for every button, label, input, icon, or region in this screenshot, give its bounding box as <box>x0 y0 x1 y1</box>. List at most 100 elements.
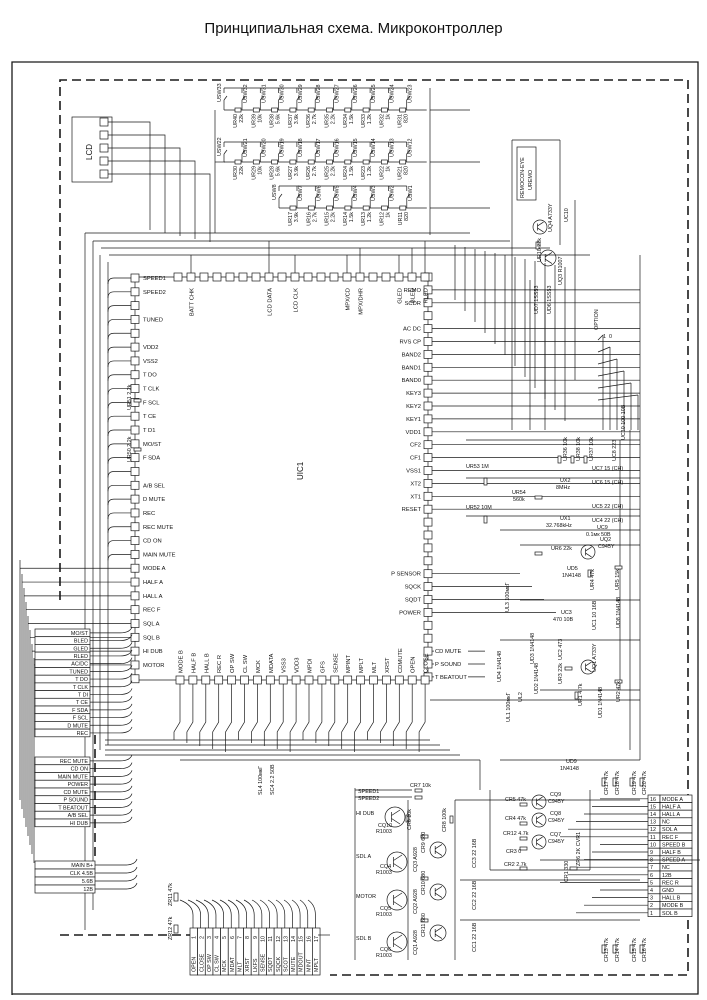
component-label-cq6a: CQ6 <box>380 947 391 953</box>
switch-label: USW26 <box>353 84 359 103</box>
resistor-symbol <box>326 107 333 113</box>
component-label-cr16: CR16 47k <box>642 938 648 962</box>
resistor-symbol <box>519 802 528 807</box>
component-label-cr9: CR9 680 <box>421 832 427 853</box>
resistor-ref: UR15 <box>325 212 331 226</box>
ic-left-pin <box>130 273 140 283</box>
connector-label: MODE A <box>662 797 683 803</box>
component-label-uc10a: UC10 <box>564 208 570 222</box>
wire <box>223 149 228 155</box>
connector-label: HALL A <box>662 812 680 818</box>
lcd-box <box>71 116 113 183</box>
resistor-symbol <box>252 107 260 113</box>
wire <box>435 886 443 892</box>
wire <box>241 149 246 155</box>
frames <box>11 61 699 995</box>
connector-pin-number: 10 <box>650 842 656 848</box>
wire <box>107 291 131 298</box>
component-label-cr20: CR20 47k <box>642 771 648 795</box>
ic-bottom-pin <box>265 675 275 685</box>
component-label-ul2: UL2 <box>518 692 524 702</box>
wire <box>90 762 133 769</box>
switch-label: USW22 <box>217 137 223 156</box>
remocon-eye-box <box>516 146 537 201</box>
pin-label: BLED <box>411 288 417 303</box>
pin-label: MOTOR <box>143 663 164 669</box>
wire <box>393 854 403 861</box>
wire <box>108 160 196 239</box>
component-label-zr12: ZR12 47k <box>168 916 174 940</box>
resistor-value: 1.5k <box>349 166 355 176</box>
pin-label: REC R <box>217 655 223 673</box>
wire <box>90 793 133 800</box>
wire <box>289 684 297 752</box>
switch-label: USW17 <box>316 138 322 157</box>
component-label-cr1: CR1 330 <box>564 861 570 882</box>
wire <box>251 684 258 743</box>
resistor-symbol <box>399 205 407 211</box>
connector-label: SQCK <box>276 956 282 972</box>
connector-pin-number: 14 <box>291 936 297 942</box>
connector-label: CD ON <box>71 767 88 773</box>
component-label-ud6: UD6 1SS53 <box>547 286 553 314</box>
wire <box>251 899 263 928</box>
component-label-cr8: CR8 100k <box>442 808 448 832</box>
connector-label: P SOUND <box>64 798 89 804</box>
wire <box>203 899 217 928</box>
wire <box>354 684 361 752</box>
switch-label: USW7 <box>298 185 304 201</box>
wire <box>260 149 264 155</box>
connector-label: SENSE <box>260 953 266 972</box>
wire <box>278 193 283 199</box>
resistor-ref: UR11 <box>398 212 404 225</box>
component-label-ur36: UR36 10k <box>563 437 569 461</box>
wire <box>90 801 133 808</box>
ic-right-pin <box>423 350 433 359</box>
resistor-symbol <box>519 836 528 841</box>
switch-label: USW33 <box>217 83 223 102</box>
ic-top-pin <box>407 272 417 282</box>
switch-label: USW30 <box>280 84 286 103</box>
ic-right-pin <box>423 311 433 321</box>
connector-label: SPEED A <box>662 858 685 864</box>
resistor-symbol <box>362 107 370 113</box>
connector-label: SOL B <box>662 911 678 917</box>
connector-pin-number: 11 <box>268 936 274 942</box>
connector-label: HALF A <box>662 804 681 810</box>
pin-label: KEY1 <box>406 417 421 423</box>
ic-bottom-pin <box>240 675 249 685</box>
wire <box>351 149 356 155</box>
wire <box>90 719 133 726</box>
wire <box>393 943 403 950</box>
resistor-symbol <box>564 666 573 671</box>
wire <box>545 252 553 258</box>
pin-label: MODE B <box>179 650 185 673</box>
pin-label: SQL B <box>143 635 160 641</box>
ic-left-pin <box>130 550 140 559</box>
wire <box>95 874 138 882</box>
wire <box>296 193 301 199</box>
component-label-sdla: SDL A <box>356 854 371 860</box>
wire <box>388 149 392 155</box>
ic-left-pin <box>130 660 140 670</box>
connector-label: MAIN B+ <box>71 863 93 869</box>
resistor-ref: UR27 <box>288 166 294 180</box>
resistor-ref: UR26 <box>306 166 312 180</box>
ic-left-pin <box>130 577 140 587</box>
resistor-ref: UR36 <box>306 114 312 128</box>
resistor-value: 1k <box>385 114 391 120</box>
resistor-symbol <box>557 455 562 464</box>
pin-label: VDD3 <box>295 658 301 673</box>
wire <box>90 726 133 734</box>
wire <box>585 552 592 558</box>
ic-left-pin <box>130 563 140 573</box>
wire <box>90 754 133 762</box>
component-label-remocon-ref: UREMO <box>528 170 534 190</box>
pin-label: HALL B <box>204 653 210 673</box>
resistor-ref: UR30 <box>233 166 239 180</box>
ic-bottom-pin <box>304 675 314 685</box>
pin-label: SQDT <box>405 598 422 604</box>
pin-label: AC DC <box>403 327 421 333</box>
wire <box>90 649 133 657</box>
